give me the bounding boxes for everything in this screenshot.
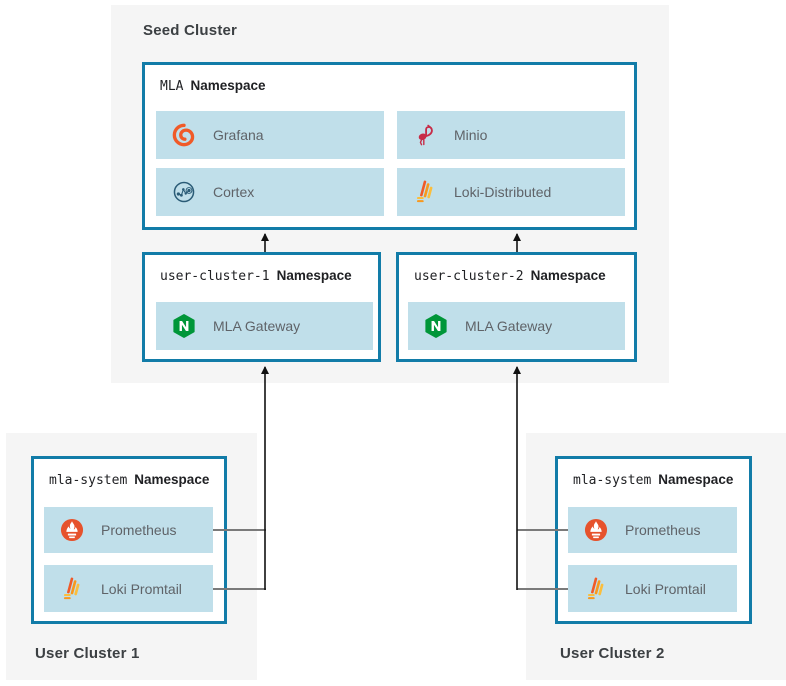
user-cluster-2-box: mla-system Namespace Prometheus [526, 433, 786, 680]
service-label: MLA Gateway [213, 318, 301, 334]
mla-system-namespace-box-1: mla-system Namespace Prometheus [31, 456, 227, 624]
grafana-icon [172, 123, 195, 147]
seed-cluster-box: Seed Cluster MLA Namespace Grafana [111, 5, 669, 383]
service-row-loki-promtail-2: Loki Promtail [568, 565, 737, 612]
namespace-type-label: Namespace [276, 268, 352, 283]
mla-system-namespace-header: mla-system Namespace [573, 472, 733, 488]
nginx-icon [425, 314, 447, 338]
service-label: Loki Promtail [101, 580, 182, 597]
user-cluster-2-title: User Cluster 2 [560, 645, 665, 662]
service-row-cortex: Cortex [156, 168, 384, 216]
mla-namespace-header: MLA Namespace [160, 78, 266, 94]
prometheus-icon [584, 518, 608, 542]
namespace-type-label: Namespace [134, 472, 210, 487]
service-label: Minio [454, 127, 488, 143]
namespace-name: user-cluster-1 [160, 269, 270, 284]
service-row-mla-gateway-2: MLA Gateway [408, 302, 625, 350]
namespace-name: mla-system [573, 473, 652, 488]
service-label: Prometheus [625, 522, 701, 538]
service-row-prometheus-1: Prometheus [44, 507, 213, 553]
service-label: MLA Gateway [465, 318, 553, 334]
namespace-name: user-cluster-2 [414, 269, 524, 284]
cortex-icon [173, 181, 195, 203]
service-label: Loki-Distributed [454, 184, 552, 200]
user-cluster-1-namespace-header: user-cluster-1 Namespace [160, 268, 352, 284]
seed-cluster-title: Seed Cluster [143, 22, 238, 39]
mla-system-namespace-header: mla-system Namespace [49, 472, 209, 488]
nginx-icon [173, 314, 195, 338]
user-cluster-1-title: User Cluster 1 [35, 645, 140, 662]
user-cluster-1-namespace-box: user-cluster-1 Namespace MLA Gateway [142, 252, 381, 362]
service-row-grafana: Grafana [156, 111, 384, 159]
loki-icon [63, 577, 80, 599]
loki-icon [587, 577, 604, 599]
service-label: Prometheus [101, 522, 177, 538]
namespace-type-label: Namespace [190, 78, 266, 93]
prometheus-icon [60, 518, 84, 542]
service-row-loki-promtail-1: Loki Promtail [44, 565, 213, 612]
service-label: Cortex [213, 184, 255, 200]
mla-namespace-box: MLA Namespace Grafana Minio [142, 62, 637, 230]
service-row-loki-distributed: Loki-Distributed [397, 168, 625, 216]
service-row-prometheus-2: Prometheus [568, 507, 737, 553]
minio-icon [418, 124, 433, 146]
namespace-type-label: Namespace [658, 472, 734, 487]
namespace-name: mla-system [49, 473, 128, 488]
service-label: Loki Promtail [625, 580, 706, 597]
user-cluster-2-namespace-box: user-cluster-2 Namespace MLA Gateway [396, 252, 637, 362]
service-label: Grafana [213, 127, 264, 143]
mla-system-namespace-box-2: mla-system Namespace Prometheus [555, 456, 752, 624]
service-row-mla-gateway-1: MLA Gateway [156, 302, 373, 350]
user-cluster-2-namespace-header: user-cluster-2 Namespace [414, 268, 606, 284]
service-row-minio: Minio [397, 111, 625, 159]
user-cluster-1-box: mla-system Namespace Prometheus [6, 433, 257, 680]
namespace-type-label: Namespace [530, 268, 606, 283]
loki-icon [416, 180, 433, 203]
namespace-name: MLA [160, 79, 184, 94]
